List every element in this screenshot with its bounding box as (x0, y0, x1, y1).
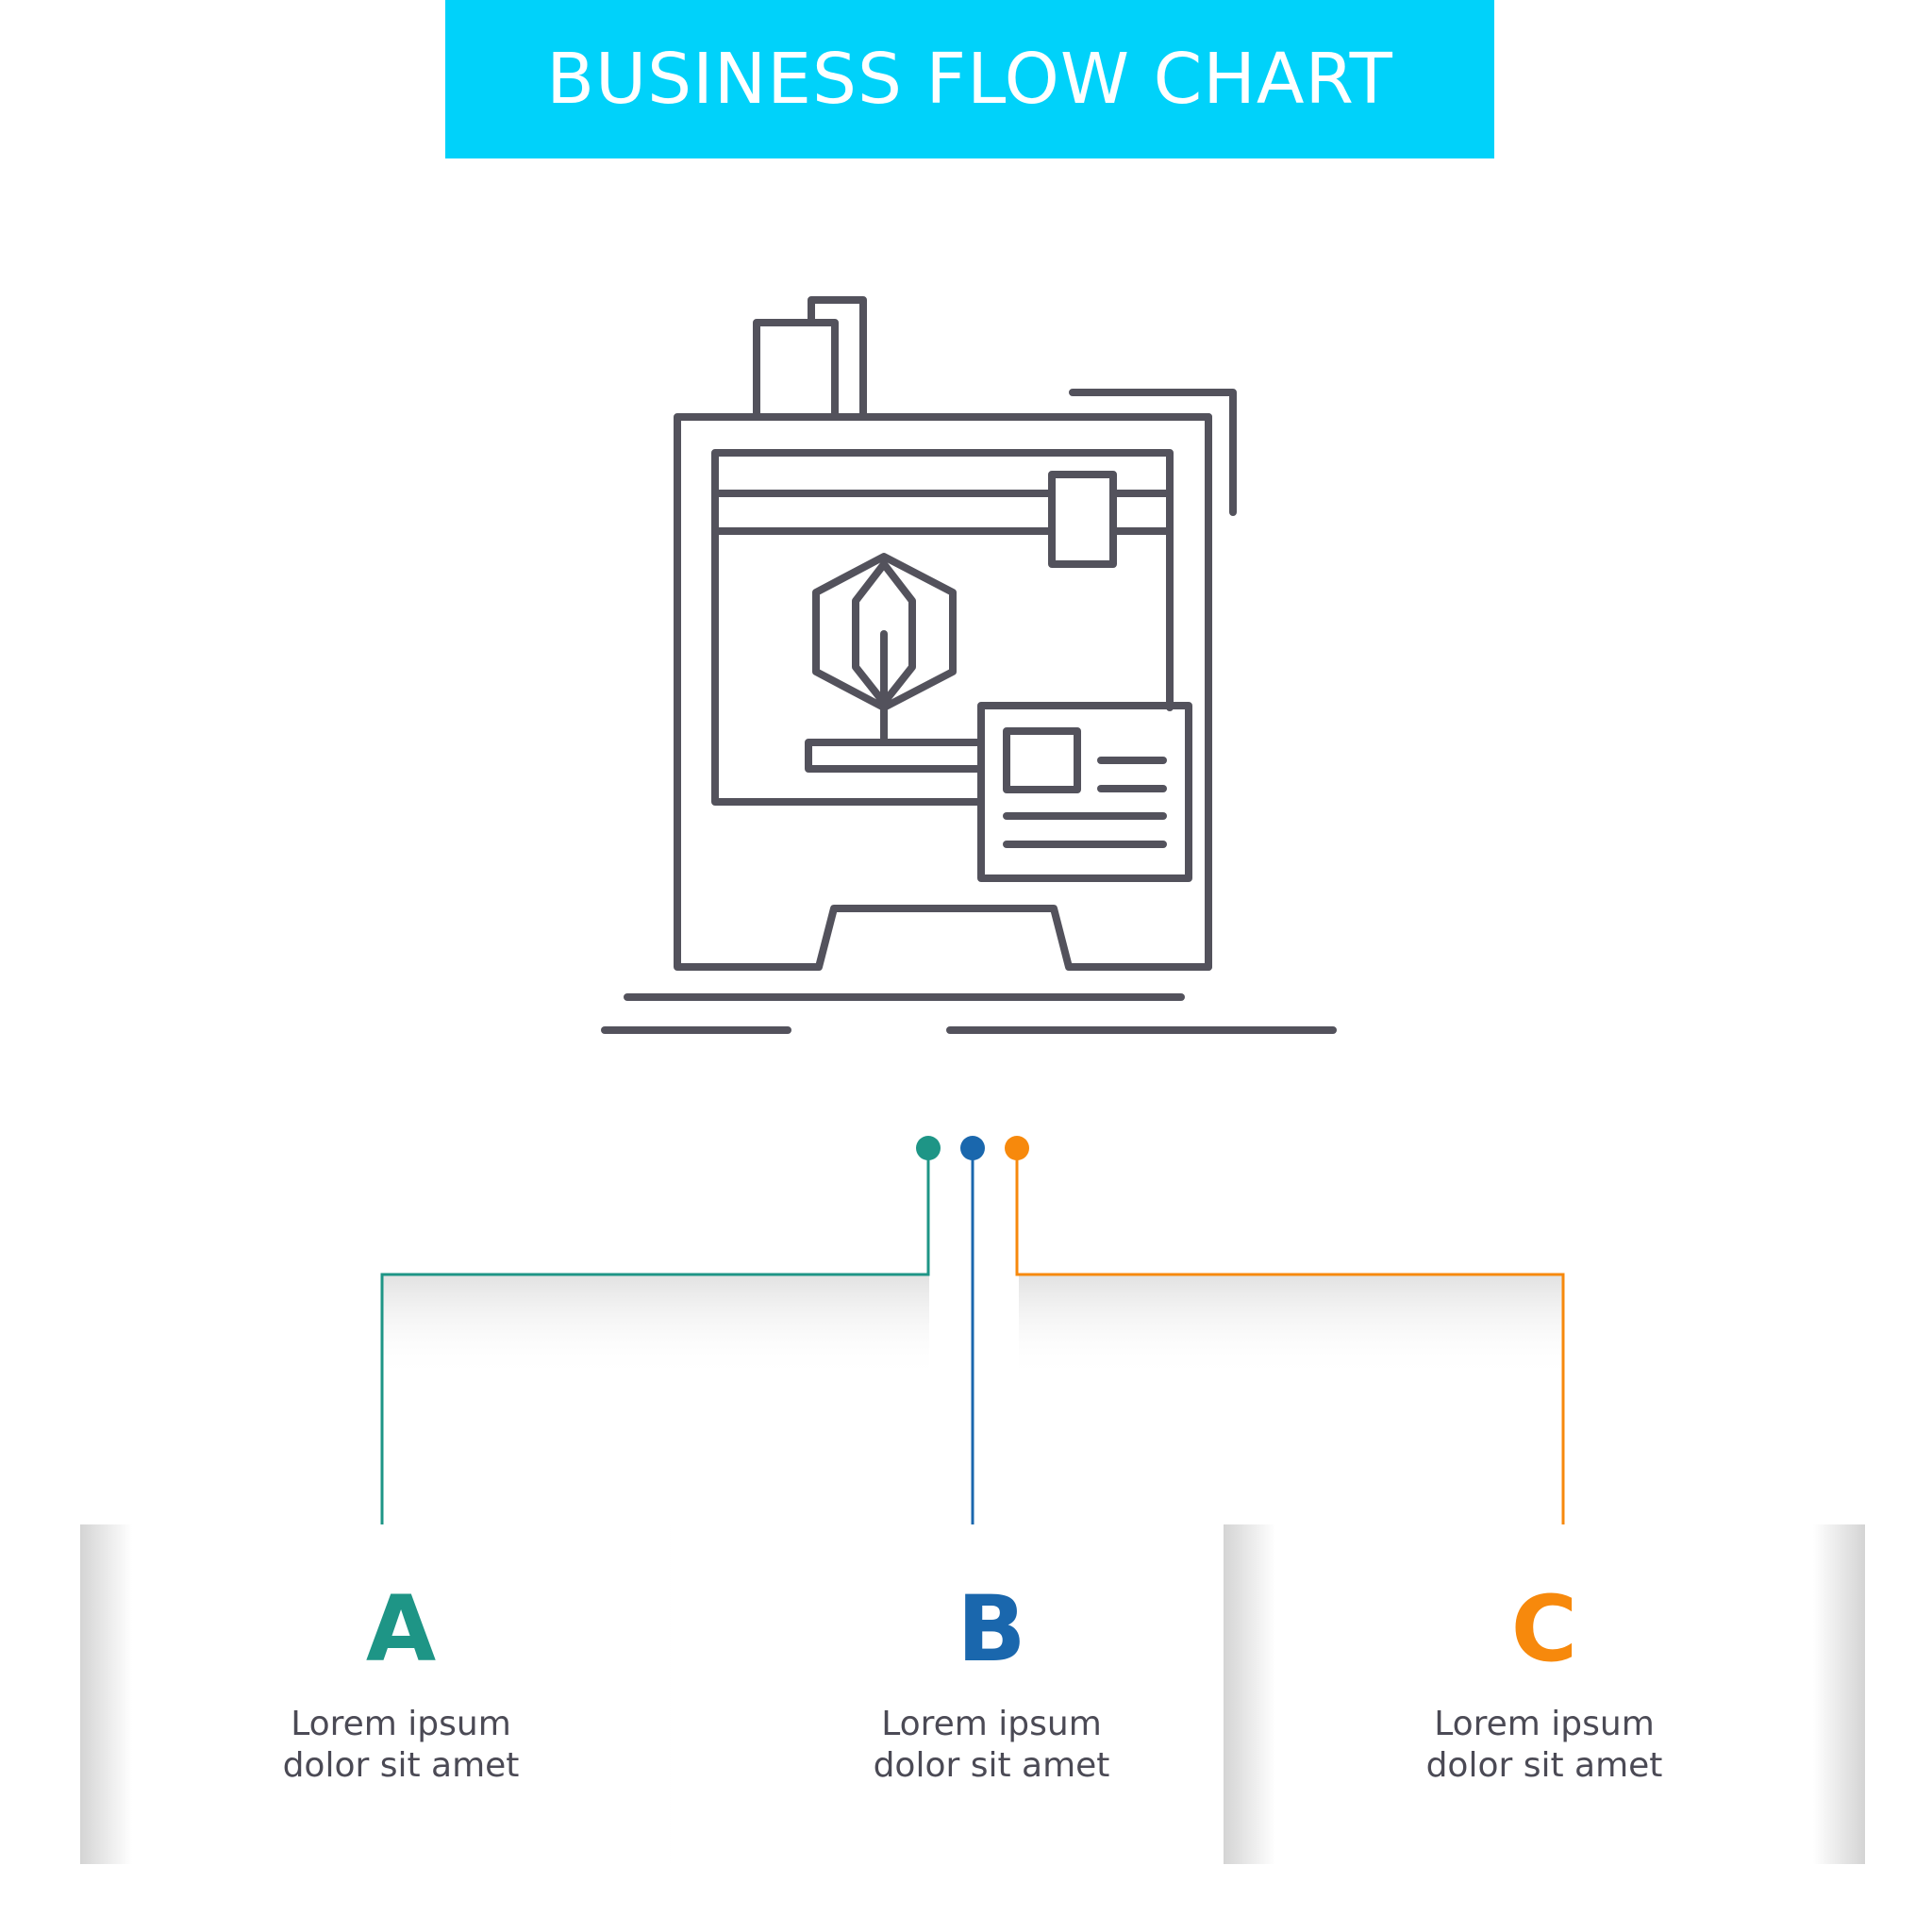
step-card-c: C Lorem ipsum dolor sit amet (1224, 1524, 1865, 1864)
step-letter: A (365, 1576, 437, 1682)
card-shadow (671, 1524, 1312, 1864)
step-description: Lorem ipsum dolor sit amet (282, 1705, 520, 1785)
dot-b (960, 1136, 985, 1160)
step-letter: C (1510, 1576, 1578, 1682)
step-description: Lorem ipsum dolor sit amet (1425, 1705, 1663, 1785)
connector-lines (380, 1136, 1565, 1543)
card-shadow (80, 1524, 722, 1864)
connector-c (1015, 1148, 1565, 1543)
step-letter: B (957, 1576, 1026, 1682)
step-description: Lorem ipsum dolor sit amet (873, 1705, 1110, 1785)
step-card-a: A Lorem ipsum dolor sit amet (80, 1524, 722, 1864)
step-card-b: B Lorem ipsum dolor sit amet (671, 1524, 1312, 1864)
title-banner: BUSINESS FLOW CHART (445, 0, 1494, 158)
3d-printer-icon (601, 296, 1337, 1034)
page-title: BUSINESS FLOW CHART (546, 39, 1393, 120)
connector-a (380, 1148, 930, 1543)
card-shadow (1224, 1524, 1865, 1864)
dot-a (916, 1136, 941, 1160)
dot-c (1005, 1136, 1029, 1160)
